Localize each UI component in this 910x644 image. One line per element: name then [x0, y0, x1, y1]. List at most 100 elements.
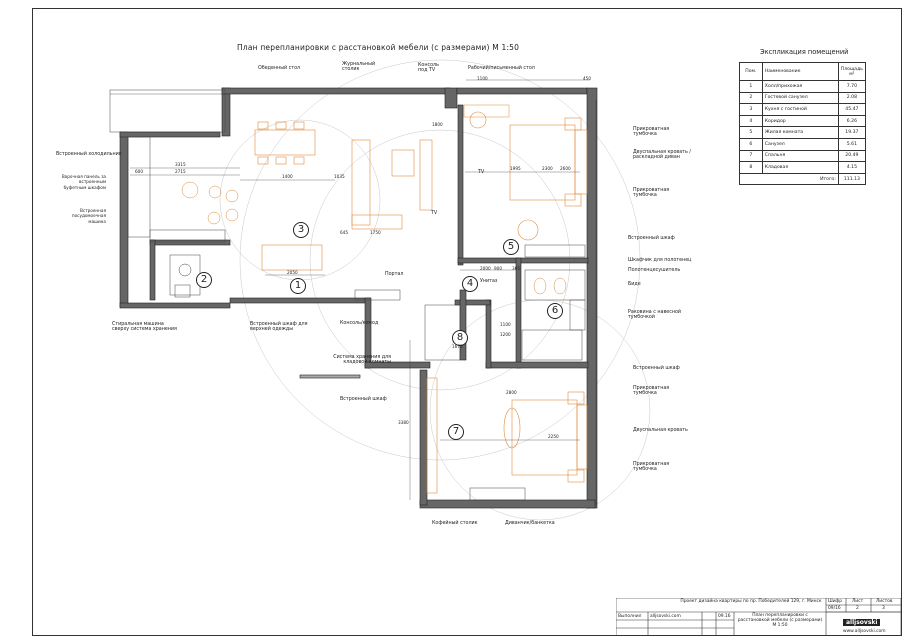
dimension: 2300 [542, 166, 553, 171]
company-logo: alljsovski [843, 619, 881, 626]
label-double-bed: Двуспальная кровать [633, 428, 688, 433]
dimension: 2715 [175, 169, 186, 174]
label-tv: TV [478, 170, 485, 175]
label-dining-table: Обеденный стол [258, 66, 301, 71]
label-fridge: Встроенный холодильник [56, 152, 122, 157]
room-number: 6 [547, 303, 563, 319]
sheet-frame [32, 8, 902, 636]
label-console-tv: Консоль под TV [418, 63, 439, 74]
dimension: 2000 [480, 266, 491, 271]
performed-label: Выполнил [618, 614, 642, 619]
stamp-sheet: 2 [856, 606, 859, 611]
total-label: Итого: [739, 172, 839, 186]
dimension-lines [130, 79, 597, 505]
label-builtin-wardrobe-7b: Встроенный шкаф [633, 366, 680, 371]
label-sink-cabinet: Раковина с навесной тумбочкой [628, 310, 682, 321]
label-cooking-panel: Варочная панель за встроенным буфетным ш… [61, 174, 106, 190]
label-washer: Стиральная машина сверху система хранени… [112, 322, 177, 333]
label-coffee-table-2: Кофейный столик [432, 521, 478, 526]
project-name: Проект дизайна квартиры по пр. Победител… [680, 599, 822, 604]
dimension: 3380 [398, 420, 409, 425]
room-number: 4 [462, 276, 478, 292]
label-storage-system: Система хранения для кладовой комнаты [333, 355, 391, 366]
label-nightstand: Прикроватная тумбочка [633, 386, 670, 397]
label-dishwasher: Встроенная посудомоечная машина [71, 208, 106, 224]
title-block: Проект дизайна квартиры по пр. Победител… [616, 598, 901, 636]
sheet-title: План перепланировки с расстановкой мебел… [737, 613, 823, 628]
label-wardrobe-outer: Встроенный шкаф для верхней одежды [250, 322, 308, 333]
bed-room-7 [503, 391, 588, 483]
stamp-date: 09.16 [718, 614, 731, 619]
room-number-cell: 7 [739, 149, 763, 163]
label-toilet: Унитаз [480, 279, 498, 284]
sofa [351, 139, 433, 230]
label-sofa-bench: Диванчик/банкетка [505, 521, 555, 526]
room-name-cell: Жилая комната [761, 126, 839, 139]
label-bidet: Биде [628, 282, 641, 287]
dimension: 1035 [334, 174, 345, 179]
dimension: 1675 [452, 344, 463, 349]
dimension: 1100 [477, 76, 488, 81]
stamp-code: 09/16 [828, 606, 841, 611]
room-number-cell: 4 [739, 114, 763, 128]
bathroom-fixtures [521, 269, 586, 361]
dimension: 2600 [560, 166, 571, 171]
room-number: 7 [448, 424, 464, 440]
label-nightstand: Прикроватная тумбочка [633, 127, 670, 138]
header-cell: Пом. [739, 62, 763, 81]
dimension: 1750 [370, 230, 381, 235]
dimension: 900 [494, 266, 502, 271]
sheet-label: Лист [852, 599, 864, 604]
stamp-site: www.alljsovski.com [843, 629, 886, 634]
room-area-cell: 20.49 [837, 149, 867, 163]
header-cell: Наименование [761, 62, 839, 81]
room-area-cell: 7.70 [837, 80, 867, 93]
dimension: 2800 [506, 390, 517, 395]
label-coffee-table: Журнальный столик [342, 62, 376, 73]
room-area-cell: 45.47 [837, 103, 867, 116]
room-number-cell: 1 [739, 80, 763, 93]
room-area-cell: 19.37 [837, 126, 867, 139]
bed-room-5 [469, 111, 588, 241]
room-number: 1 [290, 278, 306, 294]
title-block-grid [616, 598, 901, 636]
room-number-cell: 6 [739, 137, 763, 151]
room-area-cell: 2.08 [837, 91, 867, 105]
label-console-pouf: Консоль/комод [340, 321, 379, 326]
dimension: 1200 [500, 332, 511, 337]
dimension: 450 [583, 76, 591, 81]
label-nightstand: Прикроватная тумбочка [633, 462, 670, 473]
room-name-cell: Гостевой санузел [761, 91, 839, 105]
code-label: Шифр [828, 599, 843, 604]
stamp-sheets: 3 [882, 606, 885, 611]
label-portal: Портал [385, 272, 404, 277]
dimension: 1800 [432, 122, 443, 127]
room-name-cell: Коридор [761, 114, 839, 128]
drawing-title: План перепланировки с расстановкой мебел… [237, 43, 520, 52]
room-area-cell: 4.15 [837, 161, 867, 174]
room-name-cell: Кладовая [761, 161, 839, 174]
total-area: 111.13 [837, 172, 867, 186]
sheets-label: Листов [876, 599, 893, 604]
room-area-cell: 5.61 [837, 137, 867, 151]
dining-table [254, 121, 316, 165]
label-tv: TV [431, 211, 438, 216]
room-number-cell: 3 [739, 103, 763, 116]
label-towel-cabinet: Шкафчик для полотенец [628, 258, 692, 263]
room-area-cell: 6.26 [837, 114, 867, 128]
label-double-bed-sofa: Двуспальная кровать /раскладной диван [633, 150, 691, 161]
walls [119, 87, 598, 509]
guest-bathroom [169, 254, 201, 298]
dimension: 365 [512, 266, 520, 271]
label-desk: Рабочий/письменный стол [468, 66, 535, 71]
room-name-cell: Спальня [761, 149, 839, 163]
label-builtin-wardrobe-5: Встроенный шкаф [628, 236, 675, 241]
